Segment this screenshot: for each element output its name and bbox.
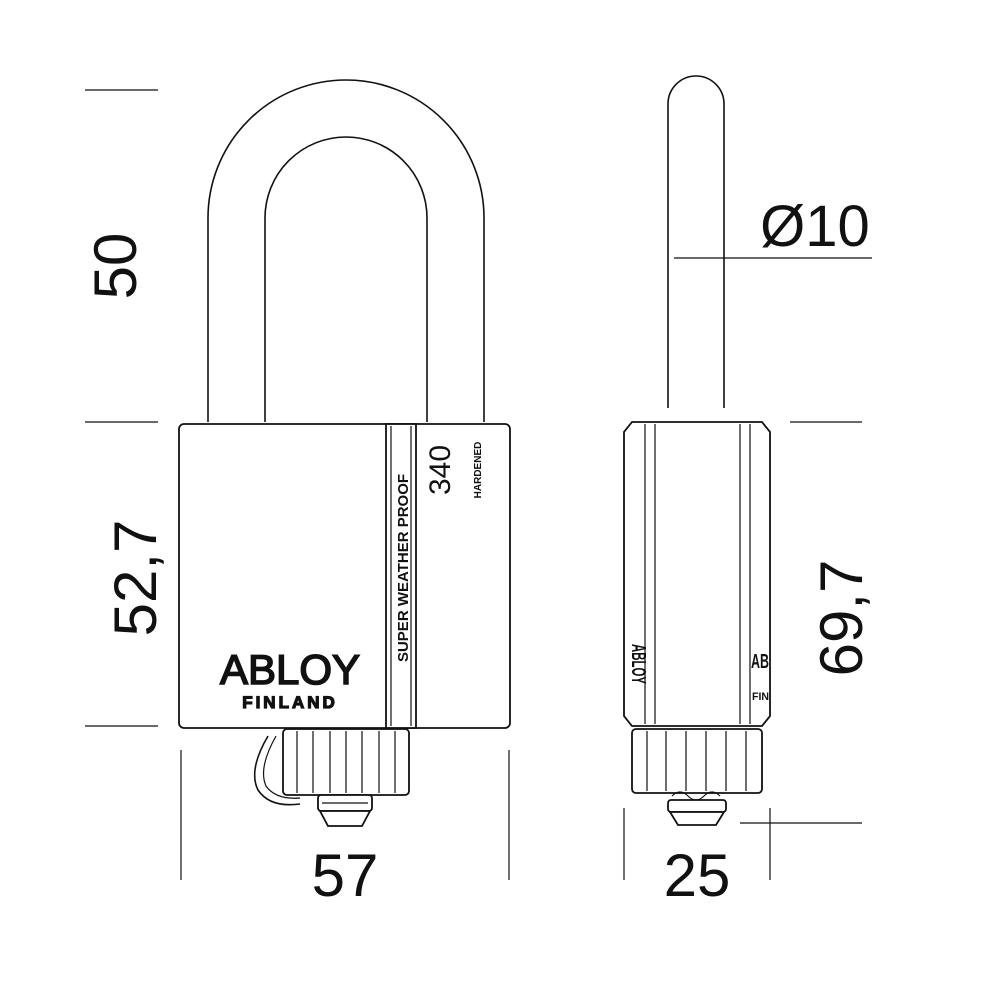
front-view-extension-lines (85, 89, 510, 880)
side-view-extension-lines (623, 257, 872, 880)
depth-dimension: 25 (664, 842, 731, 909)
body-width-dimension: 57 (312, 842, 379, 909)
side-key-plug-tip (668, 811, 726, 826)
shackle-outer-outline (207, 79, 485, 422)
brand-logo: ABLOY (220, 646, 360, 693)
dust-cover-wire-inner (263, 735, 301, 799)
shackle-inner-outline (264, 136, 428, 422)
key-plug-tip (318, 810, 372, 827)
total-height-dimension: 69,7 (808, 560, 875, 677)
side-cylinder-nut (631, 728, 763, 794)
hardened-mark: HARDENED (473, 442, 484, 499)
front-view: SUPER WEATHER PROOF 340 HARDENED ABLOY F… (178, 79, 511, 827)
side-logo-fragment-left: ABLOY (627, 644, 649, 684)
side-body (623, 421, 771, 727)
shackle-diameter-dimension: Ø10 (760, 194, 870, 259)
band-label: SUPER WEATHER PROOF (395, 474, 412, 662)
side-key-plug (667, 799, 727, 813)
body-height-dimension: 52,7 (102, 520, 169, 637)
model-number: 340 (424, 445, 457, 495)
padlock-body (178, 423, 511, 729)
side-logo-fragment-right-bottom: FIN (752, 691, 769, 703)
side-logo-fragment-right: AB (751, 651, 769, 673)
side-view: ABLOY AB FIN (623, 75, 771, 826)
shackle-height-dimension: 50 (82, 233, 149, 300)
dust-cover-wire (253, 735, 301, 806)
side-shackle-outline (667, 75, 725, 408)
country-logo: FINLAND (242, 693, 338, 712)
